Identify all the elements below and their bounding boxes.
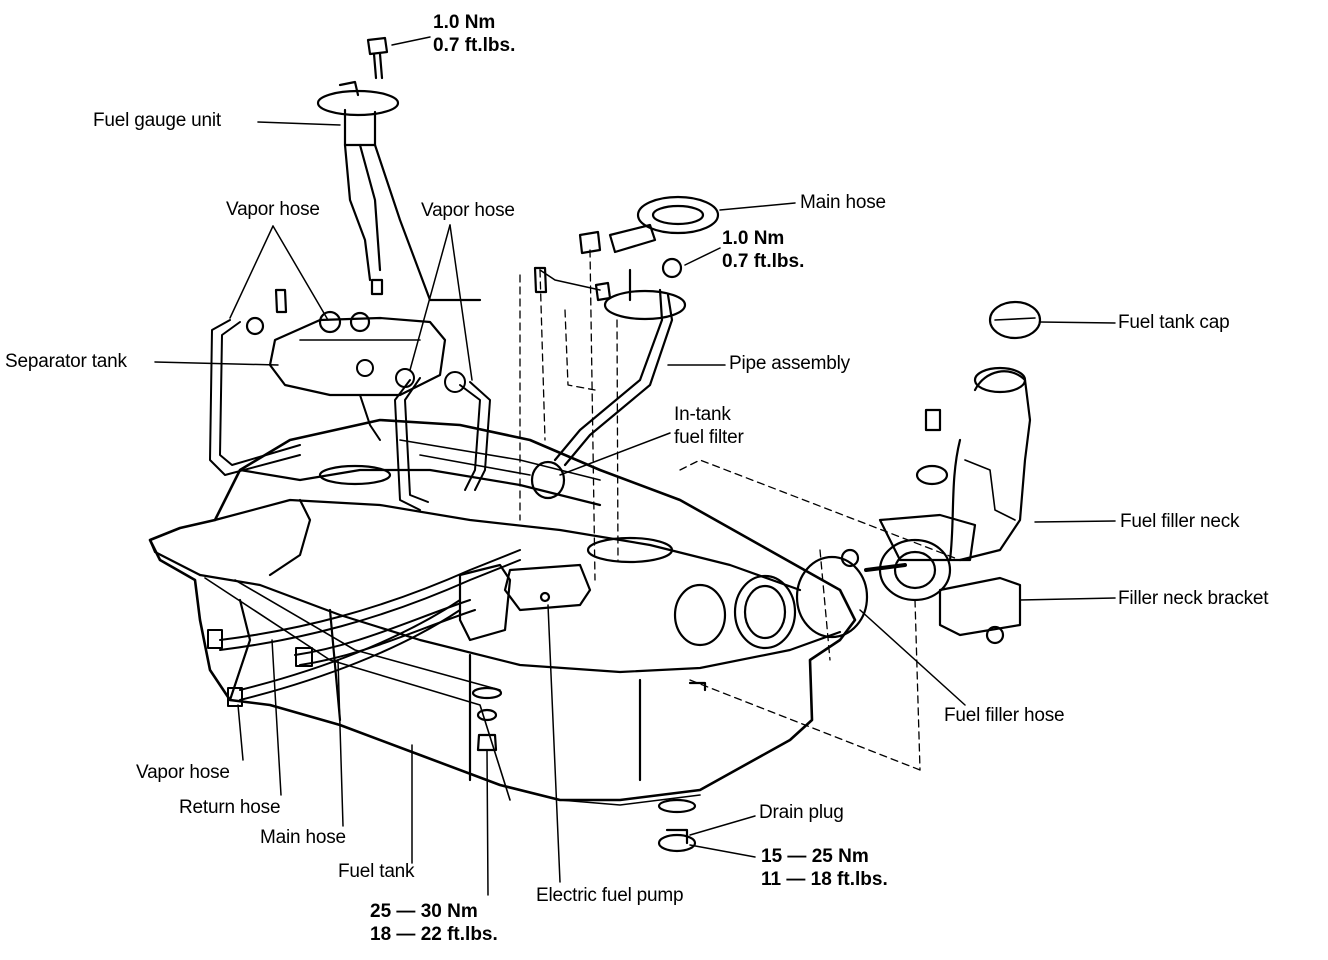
label-vapor-hose: Vapor hose (136, 762, 230, 783)
torque-ftlbs: 11 — 18 ft.lbs. (761, 869, 888, 890)
label-vapor-hose: Vapor hose (421, 200, 515, 221)
label-line: fuel filter (674, 427, 744, 448)
torque-ftlbs: 18 — 22 ft.lbs. (370, 924, 498, 945)
fuel-gauge-unit (316, 36, 482, 302)
fuel-tank-body (148, 418, 857, 806)
filler-assembly (673, 300, 1042, 650)
torque-nm: 1.0 Nm (722, 228, 785, 249)
main-hose-and-pipe-assembly (530, 195, 720, 500)
label-separator-tank: Separator tank (5, 351, 127, 372)
label-main-hose: Main hose (260, 827, 346, 848)
label-vapor-hose: Vapor hose (226, 199, 320, 220)
label-filler-neck-bracket: Filler neck bracket (1118, 588, 1269, 609)
leader-lines (154, 36, 1116, 896)
drain-plug-torque: 15 — 25 Nm 11 — 18 ft.lbs. (761, 845, 888, 891)
assembly-guide-lines (519, 249, 961, 771)
label-in-tank-fuel-filter: In-tank fuel filter (674, 403, 744, 449)
label-electric-fuel-pump: Electric fuel pump (536, 885, 684, 906)
pipe-bolt-torque: 1.0 Nm 0.7 ft.lbs. (722, 227, 804, 273)
torque-nm: 15 — 25 Nm (761, 846, 869, 867)
lower-hoses (207, 549, 521, 707)
label-main-hose: Main hose (800, 192, 886, 213)
torque-nm: 25 — 30 Nm (370, 901, 478, 922)
label-line: In-tank (674, 404, 731, 425)
separator-tank (245, 288, 447, 397)
label-return-hose: Return hose (179, 797, 281, 818)
vapor-hoses-upper (209, 319, 491, 511)
label-pipe-assembly: Pipe assembly (729, 353, 850, 374)
gauge-bolt-torque: 1.0 Nm 0.7 ft.lbs. (433, 11, 515, 57)
label-fuel-filler-hose: Fuel filler hose (944, 705, 1065, 726)
label-fuel-tank: Fuel tank (338, 861, 415, 882)
electric-fuel-pump (458, 563, 592, 642)
label-fuel-filler-neck: Fuel filler neck (1120, 511, 1240, 532)
label-fuel-tank-cap: Fuel tank cap (1118, 312, 1230, 333)
torque-ftlbs: 0.7 ft.lbs. (433, 35, 516, 56)
torque-nm: 1.0 Nm (433, 12, 496, 33)
torque-ftlbs: 0.7 ft.lbs. (722, 251, 805, 272)
tank-bolt-torque: 25 — 30 Nm 18 — 22 ft.lbs. (370, 900, 498, 946)
drain-plug-parts (471, 681, 707, 853)
label-drain-plug: Drain plug (759, 802, 844, 823)
label-fuel-gauge-unit: Fuel gauge unit (93, 110, 221, 131)
